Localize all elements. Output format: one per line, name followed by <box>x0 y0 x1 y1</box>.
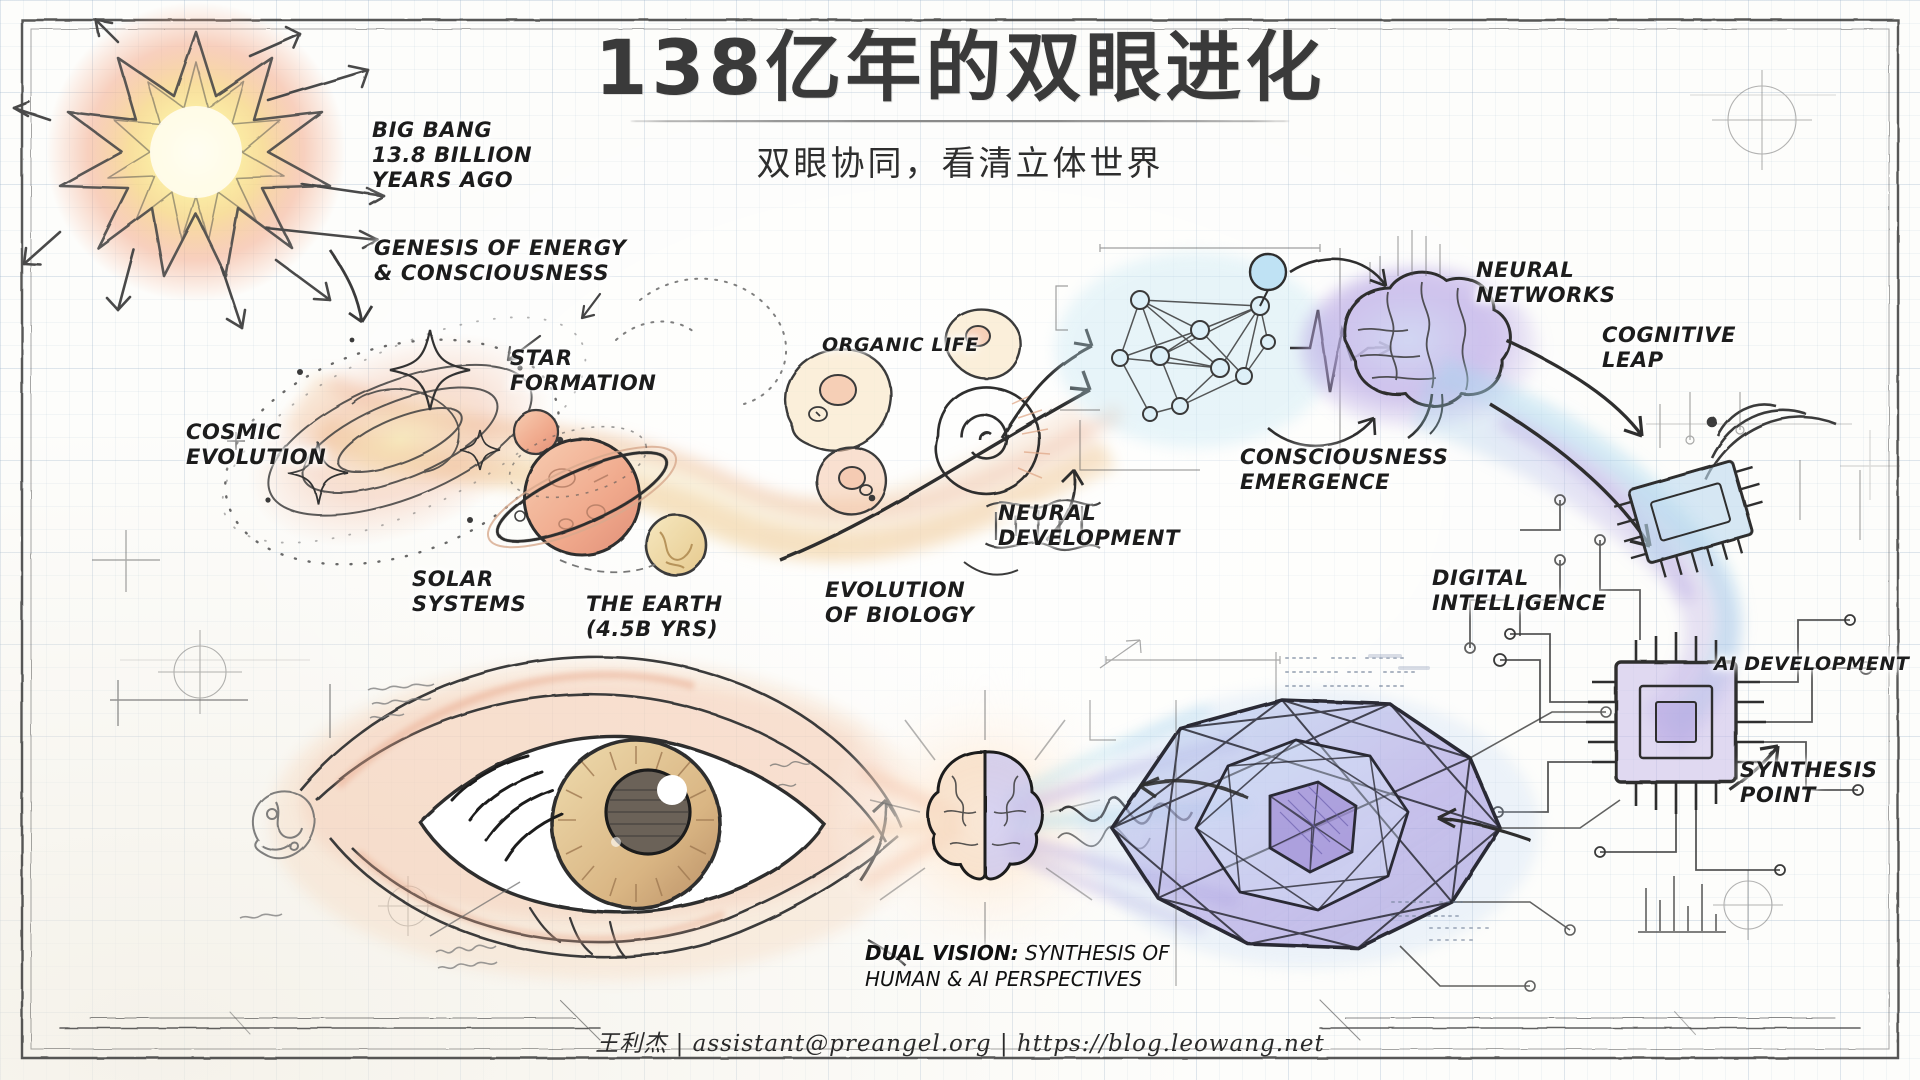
annotation-consciousness: CONSCIOUSNESS EMERGENCE <box>1240 445 1449 494</box>
footer-separator-2: | <box>999 1031 1009 1057</box>
spiral-shell-icon <box>934 386 1041 496</box>
title-block: 138亿年的双眼进化 双眼协同，看清立体世界 <box>0 30 1920 185</box>
annotation-neural-networks: NEURAL NETWORKS <box>1476 258 1616 307</box>
frame-border <box>20 18 1900 1060</box>
human-eye-illustration <box>110 655 930 980</box>
footer-email: assistant@preangel.org <box>692 1031 992 1057</box>
annotation-solar-systems: SOLAR SYSTEMS <box>412 567 527 616</box>
microchip-bottom-illustration <box>1464 494 1873 876</box>
microchip-top-illustration <box>1613 392 1861 578</box>
annotation-star-formation: STAR FORMATION <box>510 346 657 395</box>
annotation-synthesis-point: SYNTHESIS POINT <box>1740 758 1878 807</box>
annotation-big-bang: BIG BANG 13.8 BILLION YEARS AGO <box>372 118 533 192</box>
margin-marks <box>92 430 1900 592</box>
annotation-genesis: GENESIS OF ENERGY & CONSCIOUSNESS <box>374 236 627 285</box>
page-title: 138亿年的双眼进化 <box>594 23 1326 112</box>
footer-author: 王利杰 <box>595 1031 668 1057</box>
footer-credit: 王利杰 | assistant@preangel.org | https://b… <box>0 1024 1920 1058</box>
footer-separator-1: | <box>675 1031 685 1057</box>
galaxy-illustration <box>221 277 788 566</box>
caption-line2: HUMAN & AI PERSPECTIVES <box>865 967 1142 991</box>
annotation-cosmic-evolution: COSMIC EVOLUTION <box>186 420 327 469</box>
embryo-sketch <box>251 790 316 860</box>
caption-lead: DUAL VISION: <box>865 941 1019 965</box>
star-dots <box>238 337 603 523</box>
annotation-neural-development: NEURAL DEVELOPMENT <box>998 501 1180 550</box>
organic-life-illustration <box>784 308 1101 576</box>
ai-eye-illustration <box>1080 639 1726 992</box>
dual-vision-caption: DUAL VISION: SYNTHESIS OF HUMAN & AI PER… <box>865 940 1170 992</box>
caption-rest: SYNTHESIS OF <box>1018 941 1170 965</box>
dna-helix-icon <box>985 498 1101 552</box>
annotation-organic-life: ORGANIC LIFE <box>822 334 979 356</box>
annotation-digital-intelligence: DIGITAL INTELLIGENCE <box>1432 566 1607 615</box>
annotation-evolution-biology: EVOLUTION OF BIOLOGY <box>825 578 975 627</box>
annotation-cognitive-leap: COGNITIVE LEAP <box>1602 323 1737 372</box>
annotation-ai-development: AI DEVELOPMENT <box>1714 653 1910 675</box>
bar-chart-sketch <box>1638 876 1726 933</box>
page-subtitle: 双眼协同，看清立体世界 <box>756 144 1164 184</box>
footer-url: https://blog.leowang.net <box>1016 1031 1325 1057</box>
handwriting-squiggle <box>239 683 498 970</box>
wifi-signal-icon <box>1704 403 1837 481</box>
split-brain-icon <box>926 750 1044 881</box>
planets-illustration <box>486 408 708 577</box>
sparkle-star-icon <box>287 329 501 505</box>
big-bang-illustration <box>12 2 386 330</box>
title-divider <box>630 120 1290 122</box>
annotation-the-earth: THE EARTH (4.5B YRS) <box>586 592 723 641</box>
neural-network-illustration <box>1055 244 1393 471</box>
dual-vision-pointer <box>867 938 907 967</box>
